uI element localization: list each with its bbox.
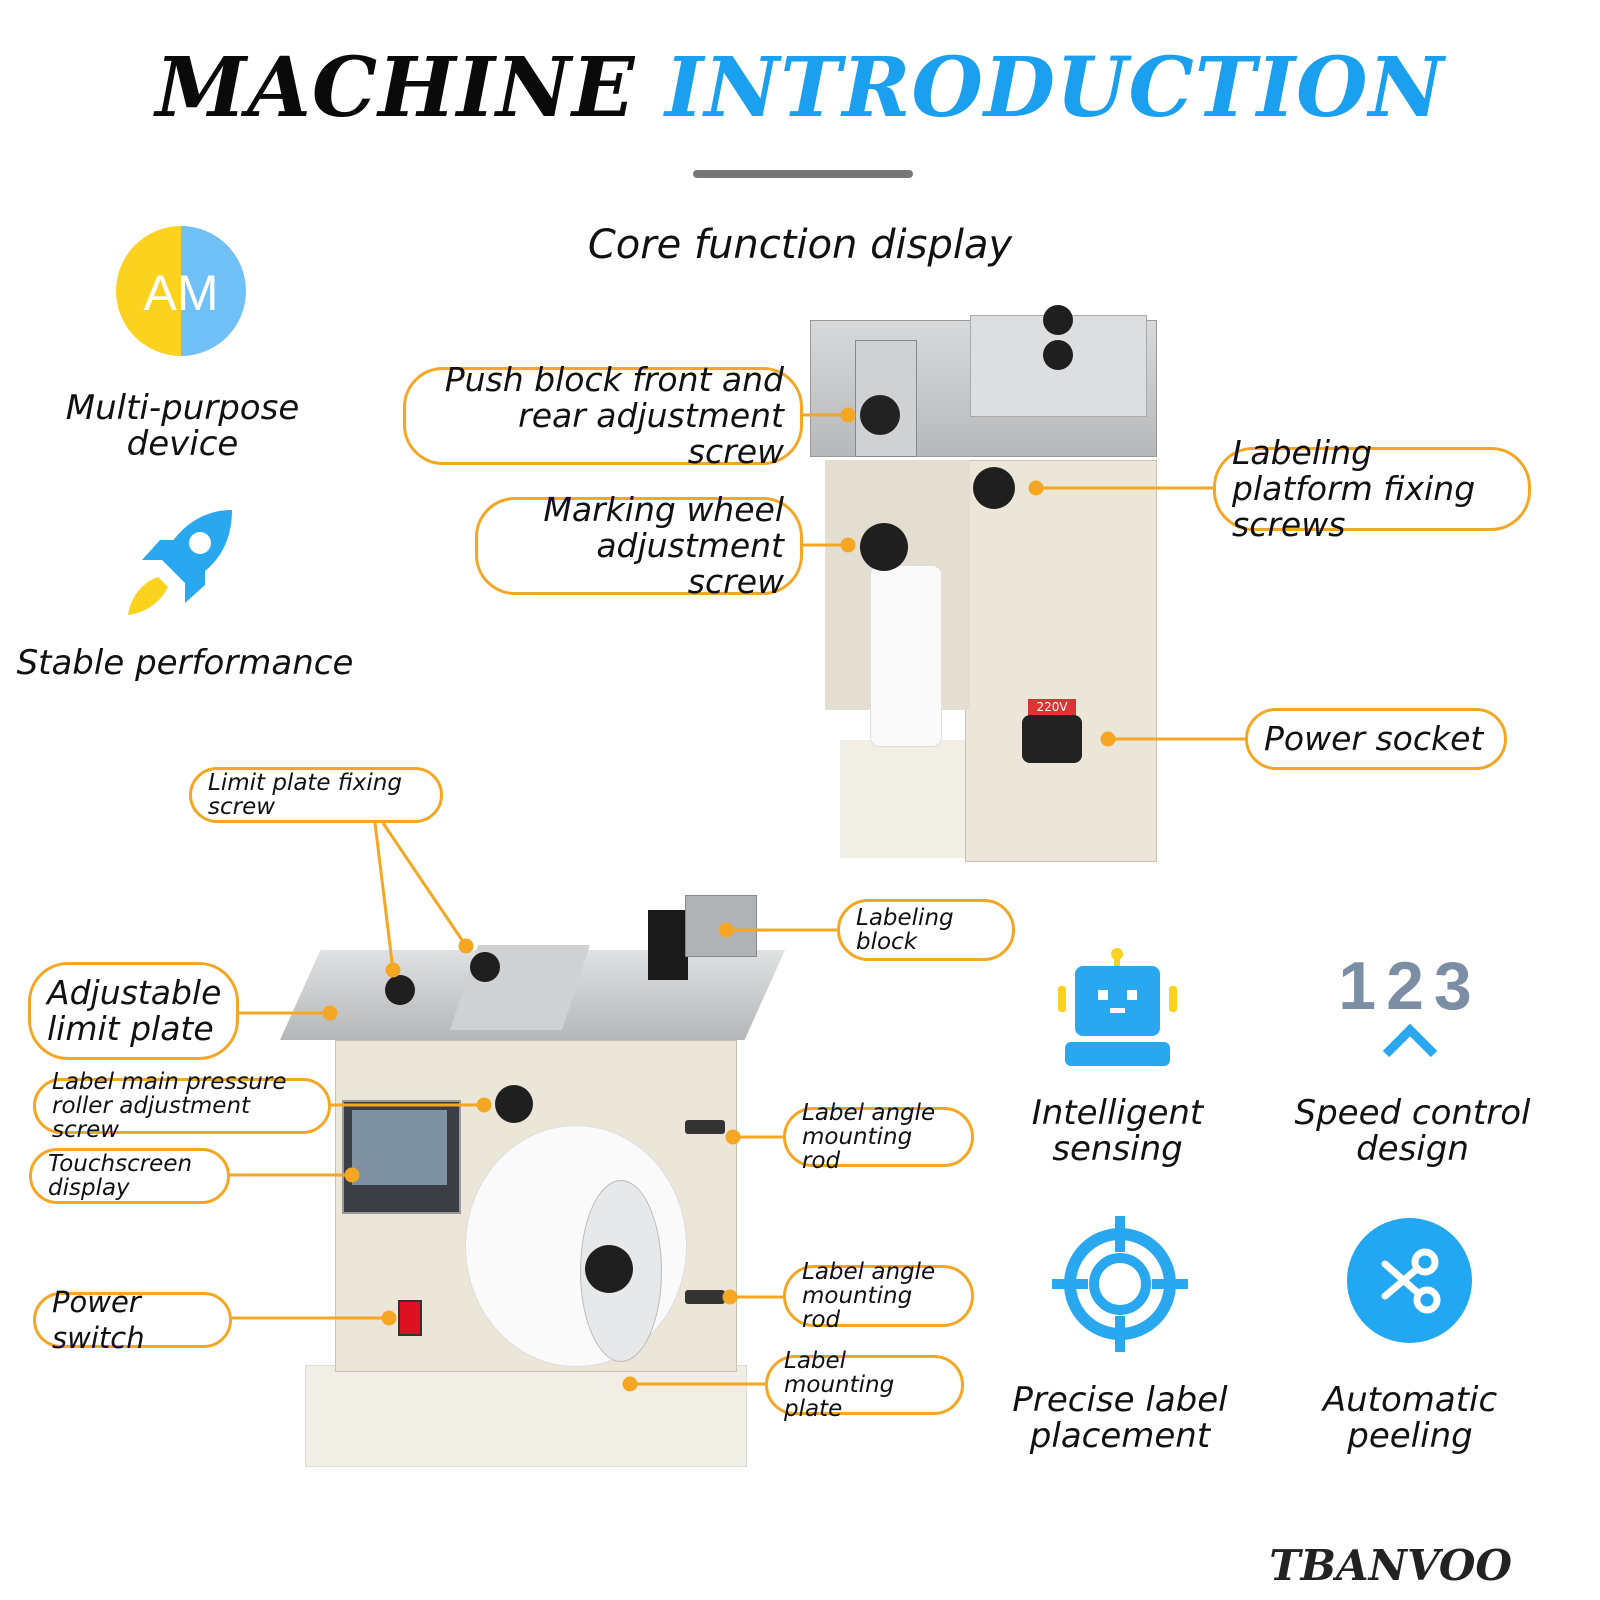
callout-mounting-plate: Label mounting plate: [765, 1349, 964, 1421]
speed-123-icon: 123: [1330, 950, 1490, 1072]
speed-digits: 123: [1338, 948, 1482, 1024]
title-black-word: MACHINE: [155, 40, 636, 136]
callout-marking-wheel: Marking wheel adjustment screw: [475, 492, 803, 600]
machine-top-image: 220V: [800, 295, 1170, 865]
feature-label: Automatic peeling: [1322, 1380, 1498, 1456]
machine-bottom-image: [280, 890, 800, 1490]
scissors-icon: [1347, 1218, 1472, 1343]
subtitle: Core function display: [587, 222, 1013, 268]
feature-label: Speed control design: [1294, 1093, 1531, 1169]
badge-letter-m: M: [176, 265, 219, 321]
callout-touchscreen: Touchscreen display: [29, 1148, 230, 1204]
page-title: MACHINE INTRODUCTION: [0, 40, 1600, 136]
callout-adjustable-limit: Adjustable limit plate: [28, 962, 239, 1060]
badge-letter-a: A: [143, 265, 177, 321]
feature-label: Stable performance: [16, 643, 354, 683]
power-socket-part: [1022, 715, 1082, 763]
crosshair-icon: [1050, 1214, 1190, 1354]
power-switch-part: [398, 1300, 422, 1336]
title-divider: [693, 170, 913, 178]
title-blue-word: INTRODUCTION: [664, 40, 1445, 136]
am-badge-icon: AM: [116, 226, 246, 356]
feature-label: Multi-purpose device: [65, 388, 300, 464]
callout-push-block: Push block front and rear adjustment scr…: [403, 362, 803, 470]
robot-icon: [1055, 948, 1180, 1068]
callout-power-socket: Power socket: [1245, 708, 1507, 770]
feature-label: Intelligent sensing: [1031, 1093, 1204, 1169]
callout-pressure-roller: Label main pressure roller adjustment sc…: [33, 1070, 331, 1142]
callout-limit-plate-screw: Limit plate fixing screw: [189, 767, 443, 823]
callout-platform-screws: Labeling platform fixing screws: [1213, 435, 1531, 543]
rocket-icon: [120, 505, 240, 620]
callout-labeling-block: Labeling block: [837, 899, 1015, 961]
brand-logo-text: TBANVOO: [1269, 1541, 1512, 1590]
feature-label: Precise label placement: [1012, 1380, 1228, 1456]
voltage-tag: 220V: [1028, 699, 1076, 715]
